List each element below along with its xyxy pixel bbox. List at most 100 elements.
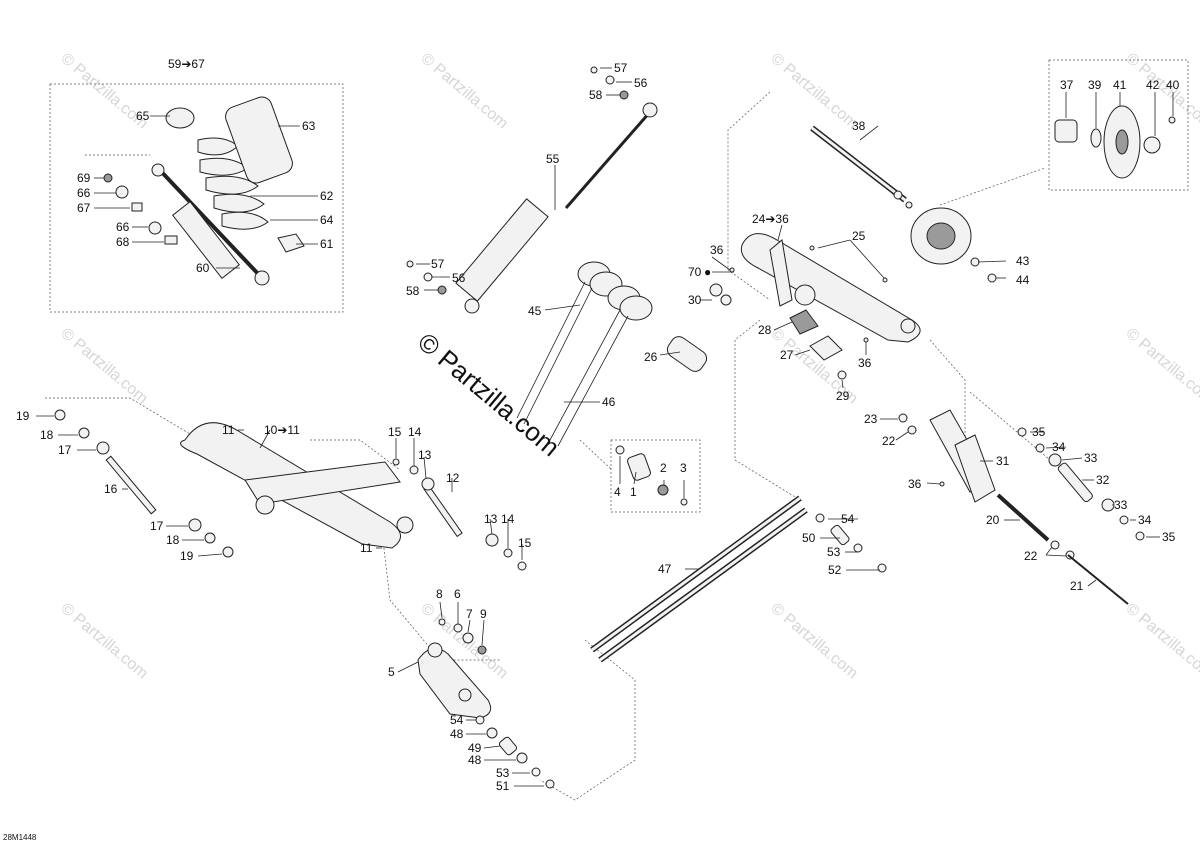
- washer-34: [1119, 515, 1129, 525]
- bushing-33: [1048, 453, 1062, 467]
- part-label-35: 35: [1032, 425, 1046, 439]
- rear-shock-55: [406, 66, 658, 314]
- front-arm-assembly: [54, 409, 527, 571]
- part-label-22: 22: [1024, 549, 1038, 563]
- bolt-51: [545, 779, 555, 789]
- oil-drop-icon: ●: [704, 265, 711, 279]
- stopper-28: [789, 309, 819, 335]
- bolt-8: [438, 618, 446, 626]
- bushing-13: [421, 477, 435, 491]
- shock-assembly-frame: [49, 83, 344, 313]
- part-label-12: 12: [446, 471, 460, 485]
- part-label-70: 70: [688, 265, 702, 279]
- part-label-52: 52: [828, 563, 842, 577]
- idler-wheel-hub: [926, 222, 956, 250]
- adjuster-61: [277, 233, 305, 253]
- washer-53: [853, 543, 863, 553]
- watermark-text: © Partzilla.com: [767, 50, 861, 132]
- screw-3: [680, 498, 688, 506]
- washer-54: [475, 715, 485, 725]
- bolt-35: [1135, 531, 1145, 541]
- arm-pivot: [396, 516, 414, 534]
- spring-46-coil: [619, 295, 653, 321]
- bushing-30: [709, 283, 723, 297]
- dashed-guide: [579, 439, 613, 471]
- washer: [893, 190, 903, 200]
- part-label-14: 14: [501, 512, 515, 526]
- spring-arm: [523, 287, 593, 425]
- screw-36: [939, 481, 945, 487]
- shaft-16: [105, 455, 157, 515]
- shock-absorber-assembly: [103, 96, 305, 286]
- nut-58: [619, 90, 629, 100]
- front-arm-crossbar: [244, 461, 401, 505]
- clip-29: [837, 370, 847, 380]
- part-label-8: 8: [436, 587, 443, 601]
- shaft-38-inner: [811, 126, 906, 202]
- nut-69: [103, 173, 113, 183]
- part-label-68: 68: [116, 235, 130, 249]
- part-label-22: 22: [882, 434, 896, 448]
- dashed-guide: [727, 91, 771, 301]
- bushing-48: [516, 752, 528, 764]
- part-label-60: 60: [196, 261, 210, 275]
- plate-31: [954, 434, 996, 503]
- nut-23: [898, 413, 908, 423]
- ring-39: [1090, 128, 1102, 148]
- part-label-54: 54: [450, 713, 464, 727]
- bolt-44: [987, 273, 997, 283]
- washer-6: [453, 623, 463, 633]
- spacer-67: [131, 202, 143, 212]
- part-label-9: 9: [480, 607, 487, 621]
- part-label-41: 41: [1113, 78, 1127, 92]
- dashed-guide: [45, 397, 201, 441]
- link-bar-inner: [591, 496, 801, 652]
- part-label-56: 56: [452, 271, 466, 285]
- washer-53: [531, 767, 541, 777]
- part-label-62: 62: [320, 189, 334, 203]
- part-label-19: 19: [16, 409, 30, 423]
- washer-22: [907, 425, 917, 435]
- spring-coil-62: [205, 175, 259, 195]
- nut-58: [437, 285, 447, 295]
- part-label-28: 28: [758, 323, 772, 337]
- nut-9: [477, 645, 487, 655]
- part-label-25: 25: [852, 229, 866, 243]
- shock-top-eye: [151, 163, 165, 177]
- part-label-58: 58: [589, 88, 603, 102]
- shock-rod: [564, 111, 652, 209]
- shock-rod: [153, 163, 264, 280]
- watermark-text: © Partzilla.com: [57, 325, 151, 407]
- arm-pivot: [900, 318, 916, 334]
- part-label-42: 42: [1146, 78, 1160, 92]
- block-1: [627, 453, 651, 481]
- shock-top-eye: [642, 102, 658, 118]
- dashed-guide: [939, 167, 1046, 206]
- spring-arm: [516, 281, 586, 419]
- part-label-56: 56: [634, 76, 648, 90]
- sleeve-50: [830, 524, 850, 546]
- shock-eye: [254, 270, 270, 286]
- part-label-58: 58: [406, 284, 420, 298]
- part-label-4: 4: [614, 485, 621, 499]
- bolt-21: [1067, 554, 1129, 605]
- bearing-37: [1054, 119, 1078, 143]
- idler-wheel-frame: [1048, 59, 1189, 191]
- shaft-12: [423, 484, 463, 538]
- part-label-44: 44: [1016, 273, 1030, 287]
- watermark-text: © Partzilla.com: [417, 50, 511, 132]
- part-label-54: 54: [841, 512, 855, 526]
- leader-lines: [36, 67, 1174, 787]
- part-label-15: 15: [388, 425, 402, 439]
- part-label-6: 6: [454, 587, 461, 601]
- part-label-37: 37: [1060, 78, 1074, 92]
- part-label-29: 29: [836, 389, 850, 403]
- part-label-48: 48: [450, 727, 464, 741]
- small-parts-group: [615, 445, 688, 506]
- part-label-14: 14: [408, 425, 422, 439]
- part-label-66: 66: [116, 220, 130, 234]
- bolt-15: [517, 561, 527, 571]
- bolt-57: [406, 260, 414, 268]
- part-label-21: 21: [1070, 579, 1084, 593]
- part-label-13: 13: [418, 448, 432, 462]
